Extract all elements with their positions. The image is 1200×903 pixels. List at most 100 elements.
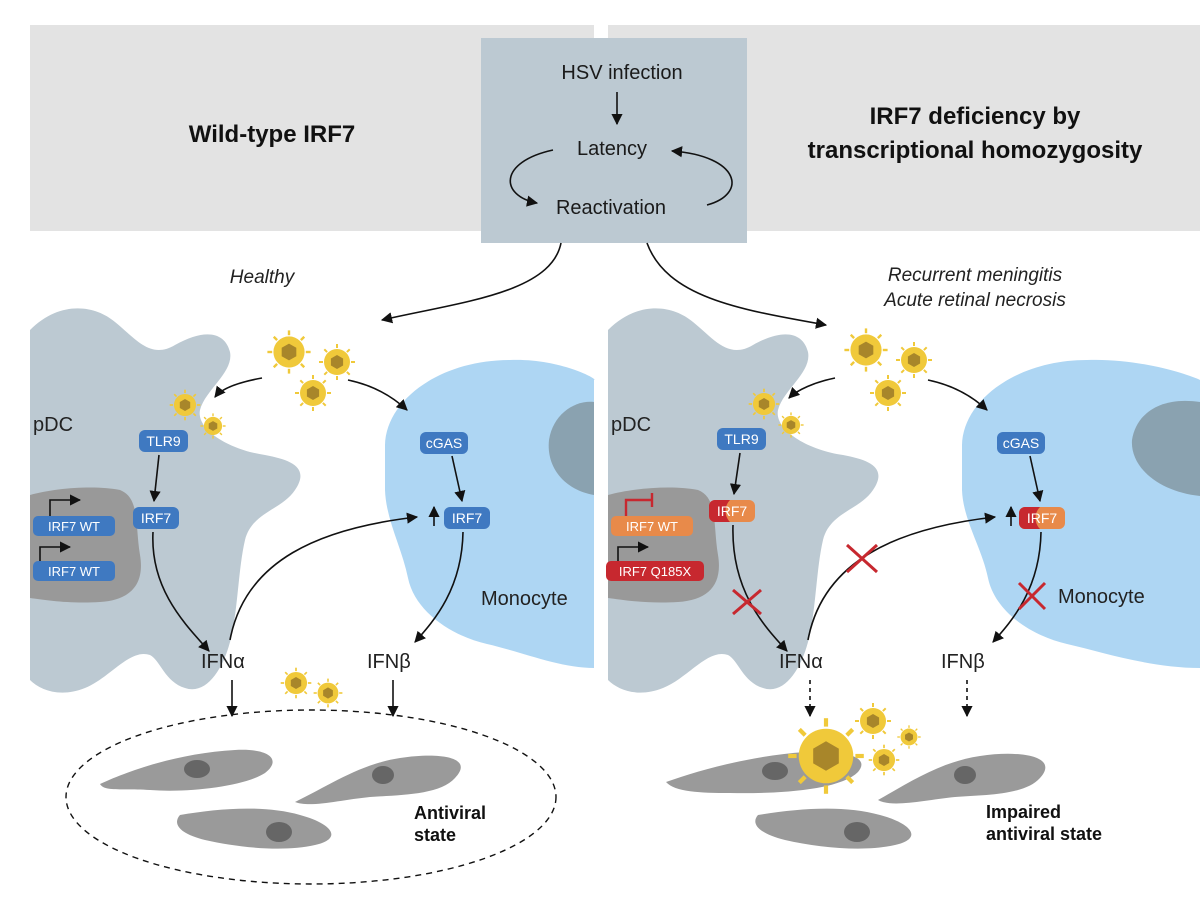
tlr9-label-right: TLR9 [724,431,758,447]
promoter1-arrow-left [49,494,82,516]
pdc-label-left: pDC [33,414,73,436]
monocyte-label-right: Monocyte [1058,586,1145,608]
latency-label: Latency [577,138,647,160]
tissue-nucleus-3-right [844,822,870,842]
ifna-label-left: IFNα [201,651,245,673]
tlr9-label-left: TLR9 [146,433,180,449]
cgas-pill-left [420,432,468,454]
monocyte-label-left: Monocyte [481,588,568,610]
promoter2-arrow-right [617,541,650,561]
left-phenotype: Healthy [230,267,296,288]
tissue-nucleus-1-right [762,762,788,780]
promoter2-arrow-left [39,541,72,561]
irf7-to-ifnb-arrow-right [992,531,1042,643]
virus-to-pdc-arrow-left [214,377,263,398]
tissue-nucleus-2-right [954,766,976,784]
irf7-mono-label-right: IRF7 [1027,510,1058,526]
virus-icon [312,677,344,709]
virus-icon [843,327,889,373]
allele2-pill-left [33,561,115,581]
tlr9-to-irf7-arrow-right [729,452,742,496]
promoter1-inhibited-right [624,498,652,516]
virus-icon [168,388,202,422]
irf7-to-ifna-arrow-right [732,524,788,652]
virus-icon [869,374,907,412]
allele1-label-left: IRF7 WT [48,519,100,534]
allele1-pill-left [33,516,115,536]
right-title-line1: IRF7 deficiency by [870,103,1081,130]
cgas-label-right: cGAS [1003,435,1040,451]
irf7-pdc-pill-left [133,507,179,529]
irf7-mono-label-left: IRF7 [452,510,483,526]
block-x-ifnb-right [1017,581,1047,611]
virus-icon [896,724,922,750]
virus-icon [747,387,781,421]
cgas-pill-right [997,432,1045,454]
hsv-infection-label: HSV infection [561,62,682,84]
irf7-pdc-label-left: IRF7 [141,510,172,526]
allele1-pill-right [611,516,693,536]
virus-icon [318,343,356,381]
outcome-line1-left: Antiviral [414,803,486,823]
outcome-line2-left: state [414,825,456,845]
tissue-nucleus-2-left [372,766,394,784]
cgas-label-left: cGAS [426,435,463,451]
antiviral-state-ellipse [65,709,557,885]
tlr9-pill-left [139,430,188,452]
block-x-feedback-right [845,543,879,574]
tissue-nucleus-3-left [266,822,292,842]
irf7-to-ifnb-arrow-left [414,531,464,643]
right-title-line2: transcriptional homozygosity [808,137,1143,164]
cgas-to-irf7-arrow-left [451,455,466,503]
irf7-pdc-label-right: IRF7 [717,503,748,519]
irf7-to-ifna-arrow-left [152,531,210,652]
virus-icon [279,666,313,700]
virus-icon [854,702,892,740]
virus-to-monocyte-arrow-right [927,379,988,411]
virus-icon [788,718,864,794]
right-panel: pDC Monocyte TLR9 IRF7 cGAS IRF7 IRF7 WT… [606,308,1200,849]
virus-to-pdc-arrow-right [788,377,836,399]
right-phenotype-line1: Recurrent meningitis [888,265,1063,286]
virus-icon [294,374,332,412]
virus-icon [266,329,312,375]
allele2-pill-right [606,561,704,581]
virus-to-monocyte-arrow-left [347,379,408,411]
irf7-pdc-pill-red-half-right [709,500,730,522]
reactivation-to-latency-arrow [670,146,733,206]
allele1-label-right: IRF7 WT [626,519,678,534]
monocyte-nucleus-right [1131,400,1200,496]
outcome-line1-right: Impaired [986,802,1061,822]
tlr9-pill-right [717,428,766,450]
outcome-line2-right: antiviral state [986,824,1102,844]
ifnb-label-left: IFNβ [367,651,411,673]
virus-icon [199,412,227,440]
right-phenotype-line2: Acute retinal necrosis [883,290,1066,311]
ifna-label-right: IFNα [779,651,823,673]
monocyte-nucleus-left [548,401,594,495]
box-to-left-panel-arrow [380,242,562,324]
pdc-nucleus-right [608,487,719,603]
virus-icon [777,411,805,439]
pdc-nucleus-left [30,487,141,603]
tissue-cell-3-right [755,808,912,849]
irf7-mono-pill-left [444,507,490,529]
box-to-right-panel-arrow [646,242,828,329]
allele2-label-right: IRF7 Q185X [619,564,692,579]
hsv-cycle-box [481,38,747,243]
irf7-mono-pill-red-half-right [1019,507,1040,529]
tissue-nucleus-1-left [184,760,210,778]
reactivation-label: Reactivation [556,197,666,219]
allele2-label-left: IRF7 WT [48,564,100,579]
pdc-label-right: pDC [611,414,651,436]
ifna-feedback-arrow-right [807,512,997,641]
block-x-ifna-right [732,588,762,616]
virus-icon [867,743,901,777]
virus-icon [895,341,933,379]
tissue-cell-3-left [177,808,332,849]
tlr9-to-irf7-arrow-left [149,454,161,503]
left-title: Wild-type IRF7 [189,121,355,148]
cgas-to-irf7-arrow-right [1029,455,1044,503]
